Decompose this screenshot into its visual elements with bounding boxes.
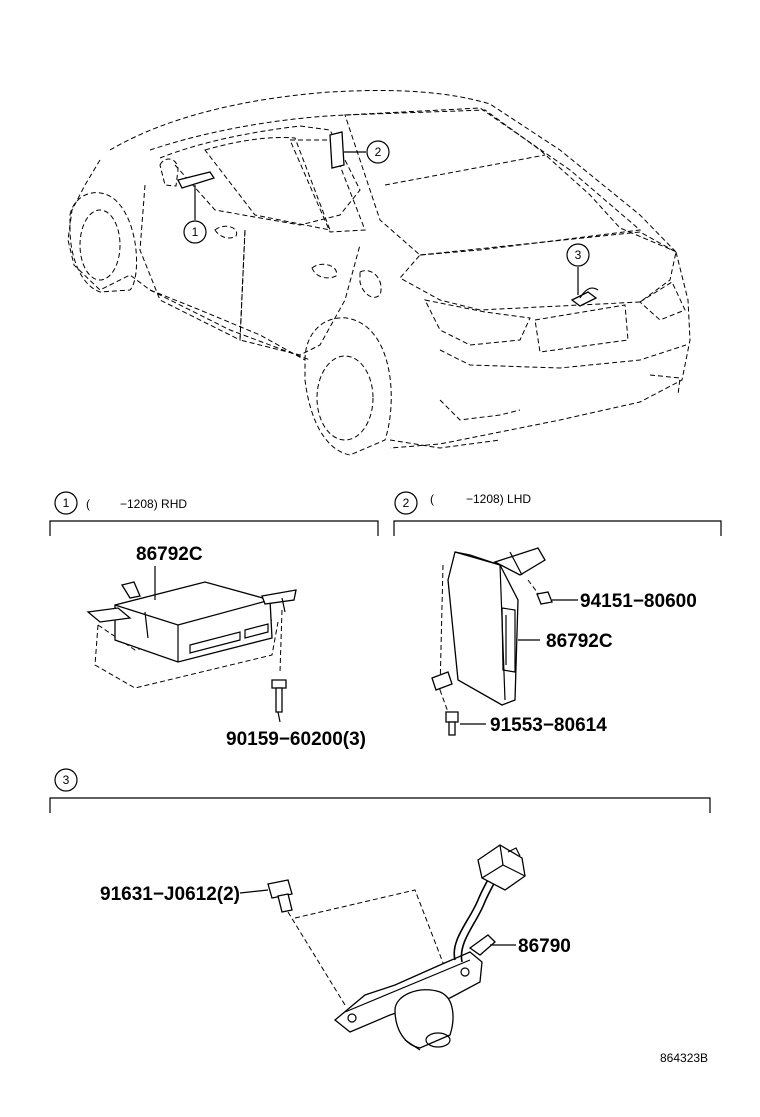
callout-2: 2 xyxy=(366,140,390,164)
callout-2-number: 2 xyxy=(375,145,382,159)
section-2-module-drawing xyxy=(431,547,578,736)
part-label-86792c-rhd: 86792C xyxy=(136,544,203,565)
section-3-camera-drawing xyxy=(239,844,526,1051)
section-2-paren: ( xyxy=(430,492,434,506)
part-label-86792c-lhd: 86792C xyxy=(546,631,613,652)
part-label-bolt-lhd: 91553−80614 xyxy=(490,715,607,736)
section-1-paren: ( xyxy=(86,497,90,511)
callout-1-number: 1 xyxy=(192,225,199,239)
section-1-module-drawing xyxy=(86,566,297,723)
section-1-label: −1208) RHD xyxy=(120,497,187,511)
diagram-code: 864323B xyxy=(660,1051,708,1065)
car-illustration xyxy=(67,90,691,456)
section-1-number: 1 xyxy=(63,496,70,510)
section-2-number: 2 xyxy=(403,496,410,510)
section-2-label: −1208) LHD xyxy=(466,492,531,506)
section-3-header: 3 xyxy=(49,768,711,813)
callout-3-number: 3 xyxy=(575,248,582,262)
section-2-header: 2 ( −1208) LHD xyxy=(393,491,722,536)
section-1-header: 1 ( −1208) RHD xyxy=(49,491,379,536)
section-3-number: 3 xyxy=(63,773,70,787)
part-label-bolt-camera: 91631−J0612(2) xyxy=(100,884,240,905)
callout-3: 3 xyxy=(566,243,590,267)
part-label-86790: 86790 xyxy=(518,936,571,957)
part-label-bolt-rhd: 90159−60200(3) xyxy=(226,729,366,750)
callout-1: 1 xyxy=(183,220,207,244)
part-label-nut-lhd: 94151−80600 xyxy=(580,591,697,612)
